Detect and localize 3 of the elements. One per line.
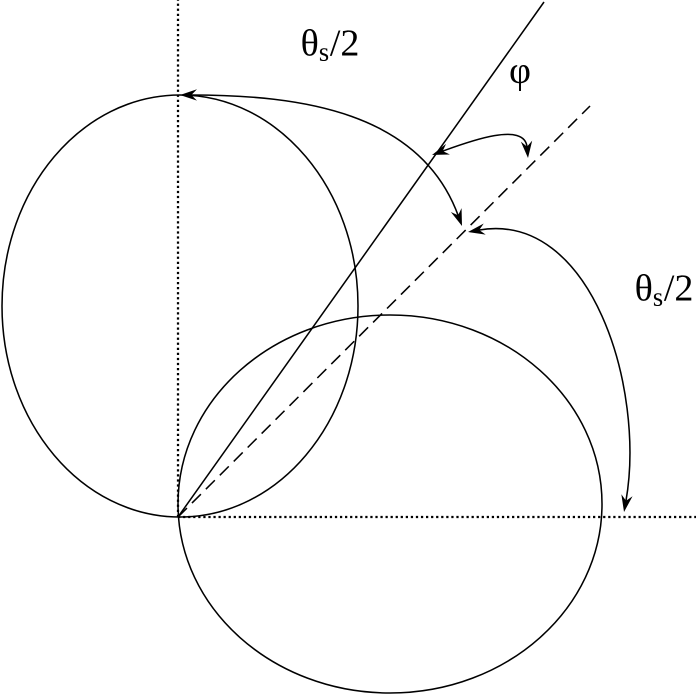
angle-label: θ$_{s}$/2 [636,274,692,306]
angle-label: θ$_{s}$/2 [302,28,358,62]
angle-label: φ [510,65,530,91]
